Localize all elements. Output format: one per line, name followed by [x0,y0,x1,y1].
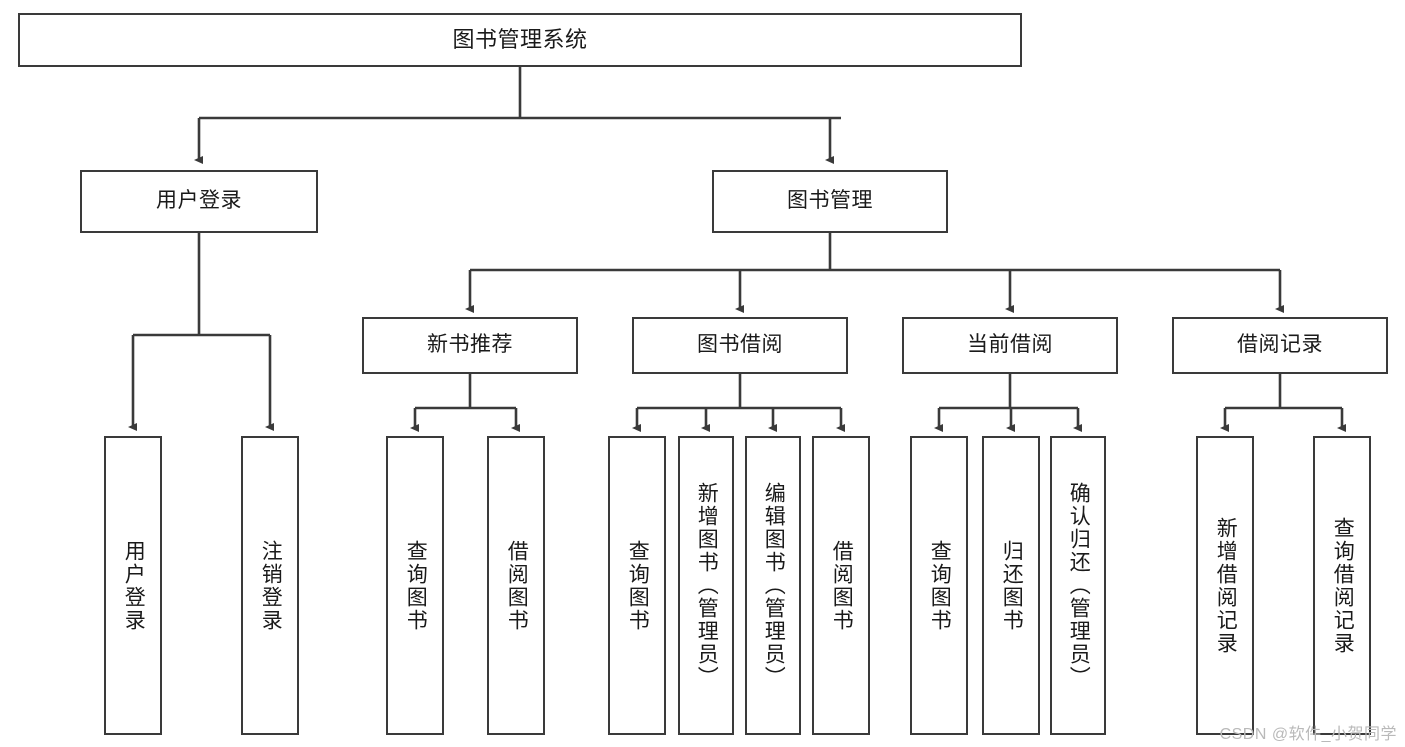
node-book-borrow[interactable]: 图书借阅 [632,317,848,374]
node-leaf-edit-book[interactable]: 编辑图书（管理员） [745,436,801,735]
node-leaf-add-book-label: 新增图书（管理员） [695,482,719,689]
node-leaf-query-record-label: 查询借阅记录 [1331,516,1355,655]
watermark: CSDN @软件_小贺同学 [1219,726,1397,743]
node-leaf-query-book-1-label: 查询图书 [404,539,428,632]
node-leaf-user-logout-label: 注销登录 [259,539,283,632]
node-leaf-query-book-3-label: 查询图书 [928,539,952,632]
node-current-borrow-label: 当前借阅 [967,333,1053,357]
node-root-label: 图书管理系统 [452,27,588,53]
node-leaf-borrow-book-2-label: 借阅图书 [830,539,854,632]
node-leaf-borrow-book-1[interactable]: 借阅图书 [487,436,545,735]
node-leaf-add-record[interactable]: 新增借阅记录 [1196,436,1254,735]
node-new-book-recommend-label: 新书推荐 [427,333,513,357]
node-leaf-user-login-label: 用户登录 [122,539,146,632]
node-current-borrow[interactable]: 当前借阅 [902,317,1118,374]
node-root[interactable]: 图书管理系统 [18,13,1022,67]
node-user-login-label: 用户登录 [156,189,242,213]
node-leaf-borrow-book-1-label: 借阅图书 [505,539,529,632]
node-new-book-recommend[interactable]: 新书推荐 [362,317,578,374]
node-leaf-return-book-label: 归还图书 [1000,539,1024,632]
node-leaf-query-book-3[interactable]: 查询图书 [910,436,968,735]
node-book-borrow-label: 图书借阅 [697,333,783,357]
node-leaf-confirm-return[interactable]: 确认归还（管理员） [1050,436,1106,735]
node-leaf-add-record-label: 新增借阅记录 [1214,516,1238,655]
node-borrow-record-label: 借阅记录 [1237,333,1323,357]
node-user-login[interactable]: 用户登录 [80,170,318,233]
node-leaf-edit-book-label: 编辑图书（管理员） [762,482,786,689]
node-leaf-query-book-2-label: 查询图书 [626,539,650,632]
node-leaf-user-logout[interactable]: 注销登录 [241,436,299,735]
node-leaf-query-book-1[interactable]: 查询图书 [386,436,444,735]
node-book-management[interactable]: 图书管理 [712,170,948,233]
node-leaf-add-book[interactable]: 新增图书（管理员） [678,436,734,735]
node-leaf-return-book[interactable]: 归还图书 [982,436,1040,735]
node-borrow-record[interactable]: 借阅记录 [1172,317,1388,374]
node-book-management-label: 图书管理 [787,189,873,213]
node-leaf-user-login[interactable]: 用户登录 [104,436,162,735]
node-leaf-borrow-book-2[interactable]: 借阅图书 [812,436,870,735]
node-leaf-query-record[interactable]: 查询借阅记录 [1313,436,1371,735]
node-leaf-query-book-2[interactable]: 查询图书 [608,436,666,735]
node-leaf-confirm-return-label: 确认归还（管理员） [1067,482,1091,689]
